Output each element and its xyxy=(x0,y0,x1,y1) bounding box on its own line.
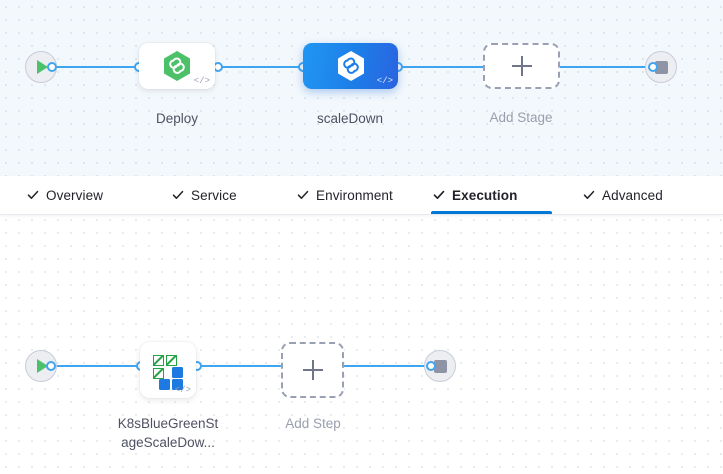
add-stage-button[interactable] xyxy=(483,43,560,89)
check-icon xyxy=(583,189,595,201)
check-icon xyxy=(297,189,309,201)
check-icon xyxy=(433,189,445,201)
harness-cd-hexagon-icon xyxy=(337,51,364,81)
stage-pipeline-canvas[interactable]: </> Deploy </> scaleDown Add Stage xyxy=(0,0,723,176)
k8s-blue-green-squares-icon xyxy=(150,352,186,390)
edge-addstage-to-end xyxy=(560,66,653,68)
check-icon xyxy=(172,189,184,201)
tab-service[interactable]: Service xyxy=(170,176,239,214)
stage-node-scaledown[interactable]: </> xyxy=(303,43,398,89)
tab-advanced[interactable]: Advanced xyxy=(581,176,665,214)
tab-environment[interactable]: Environment xyxy=(295,176,395,214)
tab-label: Execution xyxy=(452,187,518,203)
tab-label: Advanced xyxy=(602,187,663,203)
harness-cd-hexagon-icon xyxy=(164,51,190,81)
tab-active-underline xyxy=(431,211,552,214)
code-badge-icon[interactable]: </> xyxy=(193,76,210,86)
stop-icon xyxy=(654,60,668,74)
check-icon xyxy=(27,189,39,201)
tab-label: Overview xyxy=(46,187,104,203)
play-icon xyxy=(37,60,48,74)
edge-start-to-deploy xyxy=(52,66,140,68)
edge-addstep-to-end xyxy=(343,365,431,367)
plus-icon xyxy=(302,360,323,380)
add-stage-label: Add Stage xyxy=(489,110,553,125)
edge-step-to-addstep xyxy=(196,365,282,367)
stage-start-connector-dot xyxy=(47,62,57,72)
tab-label: Environment xyxy=(316,187,393,203)
plus-icon xyxy=(511,56,532,76)
code-badge-icon[interactable]: </> xyxy=(174,385,191,395)
add-step-label: Add Step xyxy=(285,416,341,431)
add-step-button[interactable] xyxy=(281,342,344,398)
edge-deploy-to-scaledown xyxy=(218,66,310,68)
step-start-node[interactable] xyxy=(25,350,57,382)
tab-label: Service xyxy=(191,187,237,203)
tab-overview[interactable]: Overview xyxy=(25,176,105,214)
execution-steps-canvas[interactable]: </> K8sBlueGreenSt ageScaleDow... Add St… xyxy=(0,215,723,474)
edge-scaledown-to-addstage xyxy=(393,66,483,68)
stage-end-connector-dot xyxy=(648,62,658,72)
step-label-line-2: ageScaleDow... xyxy=(121,435,215,450)
step-start-connector-dot xyxy=(46,361,56,371)
stage-config-tabs: Overview Service Environment Execution xyxy=(0,176,723,215)
stage-label-deploy: Deploy xyxy=(155,111,199,126)
step-end-node[interactable] xyxy=(424,350,456,382)
stage-node-deploy[interactable]: </> xyxy=(139,43,215,89)
step-label-line-1: K8sBlueGreenSt xyxy=(117,416,219,431)
edge-start-to-step xyxy=(51,365,141,367)
stop-icon xyxy=(433,359,447,373)
stage-label-scaledown: scaleDown xyxy=(316,111,384,126)
step-node-k8s-bluegreen-scaledown[interactable]: </> xyxy=(140,342,196,398)
step-end-connector-dot xyxy=(426,361,436,371)
play-icon xyxy=(37,359,48,373)
tab-execution[interactable]: Execution xyxy=(431,176,552,214)
code-badge-icon[interactable]: </> xyxy=(376,76,393,86)
step-label-k8s-bluegreen-scaledown: K8sBlueGreenSt ageScaleDow... xyxy=(88,414,248,452)
